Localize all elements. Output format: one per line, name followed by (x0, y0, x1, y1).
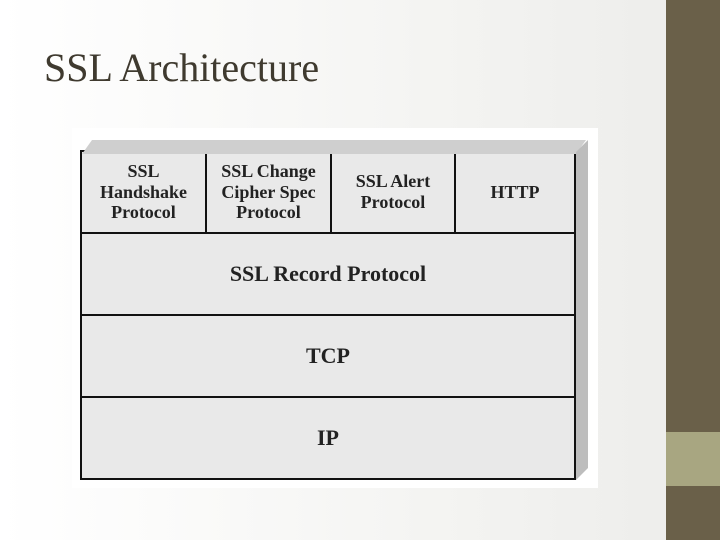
box-label-line: Cipher Spec (221, 181, 316, 202)
ip-label: IP (317, 425, 339, 450)
box-label-line: Protocol (236, 202, 301, 223)
application-layer-row: SSL Handshake Protocol SSL Change Cipher… (82, 152, 574, 234)
stack-side-bevel (576, 140, 588, 480)
protocol-stack: SSL Handshake Protocol SSL Change Cipher… (80, 150, 576, 480)
protocol-stack-diagram: SSL Handshake Protocol SSL Change Cipher… (72, 128, 598, 488)
box-label-line: SSL (127, 160, 160, 181)
box-label-line: Protocol (111, 202, 176, 223)
box-label-line: HTTP (490, 181, 540, 202)
box-label-line: SSL Alert (355, 171, 431, 192)
tcp-layer: TCP (82, 316, 574, 398)
sidebar-accent-block (666, 432, 720, 486)
box-label-line: SSL Change (221, 160, 316, 181)
ip-layer: IP (82, 398, 574, 478)
ssl-handshake-protocol-box: SSL Handshake Protocol (82, 152, 207, 232)
slide-title: SSL Architecture (44, 45, 320, 90)
box-label-line: Protocol (360, 192, 426, 212)
http-box: HTTP (456, 152, 574, 232)
ssl-record-layer: SSL Record Protocol (82, 234, 574, 316)
tcp-label: TCP (306, 343, 350, 368)
box-label-line: Handshake (99, 181, 188, 202)
ssl-record-protocol-label: SSL Record Protocol (229, 261, 427, 286)
stack-top-bevel (82, 140, 586, 154)
ssl-alert-protocol-box: SSL Alert Protocol (332, 152, 456, 232)
ssl-change-cipher-spec-box: SSL Change Cipher Spec Protocol (207, 152, 332, 232)
